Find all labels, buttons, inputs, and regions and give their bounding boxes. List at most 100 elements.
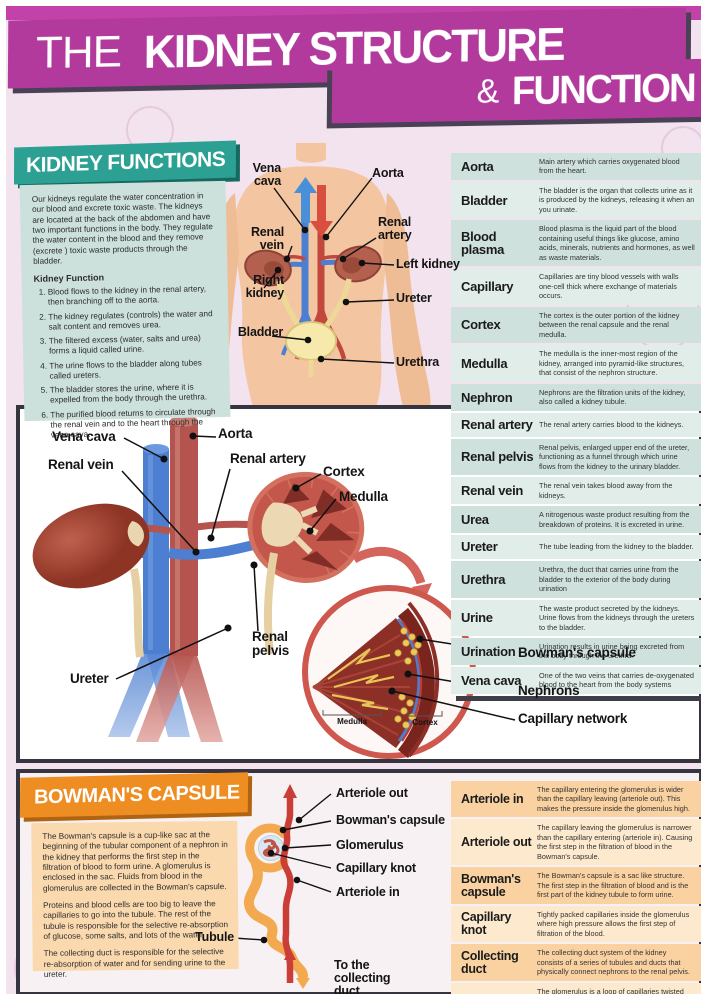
title-banner-2: & FUNCTION	[331, 58, 701, 124]
kidney-functions-subheading: Kidney Function	[33, 272, 105, 285]
kidney-functions-header: KIDNEY FUNCTIONS	[13, 140, 237, 185]
kidney-functions-list: Blood flows to the kidney in the renal a…	[34, 284, 221, 440]
label-arteriole-out: Arteriole out	[336, 786, 408, 800]
label-tubule: Tubule	[195, 930, 234, 944]
glossary-term: Nephron	[461, 389, 513, 405]
glossary-term: Capillary knot	[461, 910, 512, 938]
glossary-definition: Capillaries are tiny blood vessels with …	[539, 272, 679, 301]
glossary-row: Capillary knot Tightly packed capillaries…	[451, 905, 701, 943]
label-capillary-network: Capillary network	[518, 711, 628, 726]
bowmans-paragraph: The Bowman's capsule is a cup-like sac a…	[42, 830, 228, 893]
glossary-definition: The renal artery carries blood to the ki…	[539, 419, 684, 429]
bowmans-glossary-table: Arteriole in The capillary entering the g…	[451, 781, 701, 994]
glossary-definition: Urination results in urine being excrete…	[539, 641, 685, 661]
glossary-row: GolmerulusThe glomerulus is a loop of ca…	[451, 982, 701, 994]
kidney-function-item: The bladder stores the urine, where it i…	[50, 382, 220, 406]
label-medulla-axis: Medulla	[337, 717, 367, 726]
label-ureter-structure: Ureter	[70, 671, 109, 686]
glossary-definition: One of the two veins that carries de-oxy…	[539, 670, 694, 690]
glossary-definition: The renal vein takes blood away from the…	[539, 481, 673, 500]
glossary-term: Medulla	[461, 355, 508, 371]
glossary-definition: Nephrons are the filtration units of the…	[539, 387, 686, 407]
glossary-row: Renal vein The renal vein takes blood awa…	[451, 477, 701, 505]
glossary-term: Capillary	[461, 278, 514, 294]
label-bowmans-capsule: Bowman's capsule	[336, 813, 445, 827]
poster: THE KIDNEY STRUCTURE & FUNCTION	[6, 6, 701, 994]
glossary-row: Renal pelvis Renal pelvis, enlarged upper…	[451, 438, 701, 476]
glossary-definition: A nitrogenous waste product resulting fr…	[539, 510, 690, 529]
label-right-kidney: Right kidney	[245, 273, 285, 300]
glossary-term: Golmerulus	[451, 983, 535, 994]
glossary-definition: The cortex is the outer portion of the k…	[539, 310, 680, 339]
label-cortex-axis: Cortex	[412, 718, 438, 727]
glossary-row: Bowman's capsule The Bowman's capsule is …	[451, 867, 701, 904]
glossary-row: Renal artery The renal artery carries blo…	[451, 412, 701, 437]
label-aorta-structure: Aorta	[218, 426, 253, 441]
label-to-collecting-duct: To the collecting duct	[334, 958, 391, 994]
label-left-kidney: Left kidney	[396, 257, 460, 271]
bowmans-paragraph: The collecting duct is responsible for t…	[43, 947, 226, 979]
blood-flow-down-arrow	[317, 185, 326, 223]
label-bowmans-capsule-inset: Bowman's capsule	[518, 645, 636, 660]
glossary-term: Arteriole out	[461, 835, 532, 850]
glossary-term: Collecting duct	[461, 948, 519, 976]
glossary-definition: The glomerulus is a loop of capillaries …	[537, 986, 684, 994]
title-the: THE	[35, 27, 122, 78]
glossary-term: Urea	[461, 511, 489, 527]
kidney-functions-intro: Our kidneys regulate the water concentra…	[31, 191, 213, 266]
label-renal-vein-structure: Renal vein	[48, 457, 114, 472]
glossary-term: Urine	[461, 610, 493, 626]
glossary-term: Bladder	[461, 192, 508, 208]
glossary-row: Ureter The tube leading from the kidney t…	[451, 535, 701, 560]
glossary-definition: The tube leading from the kidney to the …	[539, 542, 694, 552]
glossary-row: Vena cava One of the two veins that carri…	[451, 666, 701, 694]
glossary-term: Bowman's capsule	[461, 871, 521, 899]
arteriole-entry-arrow	[284, 948, 296, 960]
title-function: FUNCTION	[511, 65, 696, 113]
kidney-structure-illustration	[32, 415, 516, 759]
glossary-term: Renal artery	[461, 417, 533, 433]
glossary-term: Vena cava	[461, 672, 522, 688]
label-aorta: Aorta	[372, 166, 404, 180]
tubule-down-arrow	[296, 978, 310, 989]
label-capillary-knot: Capillary knot	[336, 861, 416, 875]
glossary-definition: The capillary entering the glomerulus is…	[537, 785, 690, 813]
glossary-row: Cortex The cortex is the outer portion of…	[451, 306, 701, 344]
glossary-definition: Tightly packed capillaries inside the gl…	[537, 909, 690, 938]
glossary-term: Renal vein	[461, 483, 524, 498]
label-urethra: Urethra	[396, 355, 440, 369]
label-vena-cava-structure: Vena cava	[52, 429, 116, 444]
label-ureter: Ureter	[396, 291, 432, 305]
bowmans-capsule-header: BOWMAN'S CAPSULE	[19, 772, 249, 818]
torso-illustration	[191, 143, 431, 411]
glossary-term: Cortex	[461, 317, 501, 333]
label-renal-pelvis: Renal pelvis	[252, 629, 290, 658]
label-vena-cava: Vena cava	[252, 161, 282, 188]
label-arteriole-in: Arteriole in	[336, 885, 400, 899]
kidney-functions-panel: Our kidneys regulate the water concentra…	[19, 180, 231, 439]
glossary-row: Medulla The medulla is the inner-most reg…	[451, 345, 701, 382]
glossary-definition: The Bowman's capsule is a sac like struc…	[537, 871, 689, 900]
glossary-term: Ureter	[461, 539, 498, 555]
glossary-definition: Renal pelvis, enlarged upper end of the …	[539, 442, 690, 471]
glossary-row: Urea A nitrogenous waste product resultin…	[451, 506, 701, 534]
glossary-term: Aorta	[461, 158, 494, 174]
label-nephrons: Nephrons	[518, 683, 580, 698]
label-renal-artery: Renal artery	[378, 215, 412, 242]
label-cortex: Cortex	[323, 464, 365, 479]
glossary-row: Nephron Nephrons are the filtration units…	[451, 383, 701, 411]
glossary-term: Renal pelvis	[461, 449, 534, 465]
glossary-definition: The medulla is the inner-most region of …	[539, 349, 685, 378]
glossary-row: Capillary Capillaries are tiny blood vess…	[451, 268, 701, 305]
label-medulla: Medulla	[339, 489, 388, 504]
glossary-term: Arteriole in	[461, 791, 524, 806]
label-renal-artery-structure: Renal artery	[230, 451, 306, 466]
